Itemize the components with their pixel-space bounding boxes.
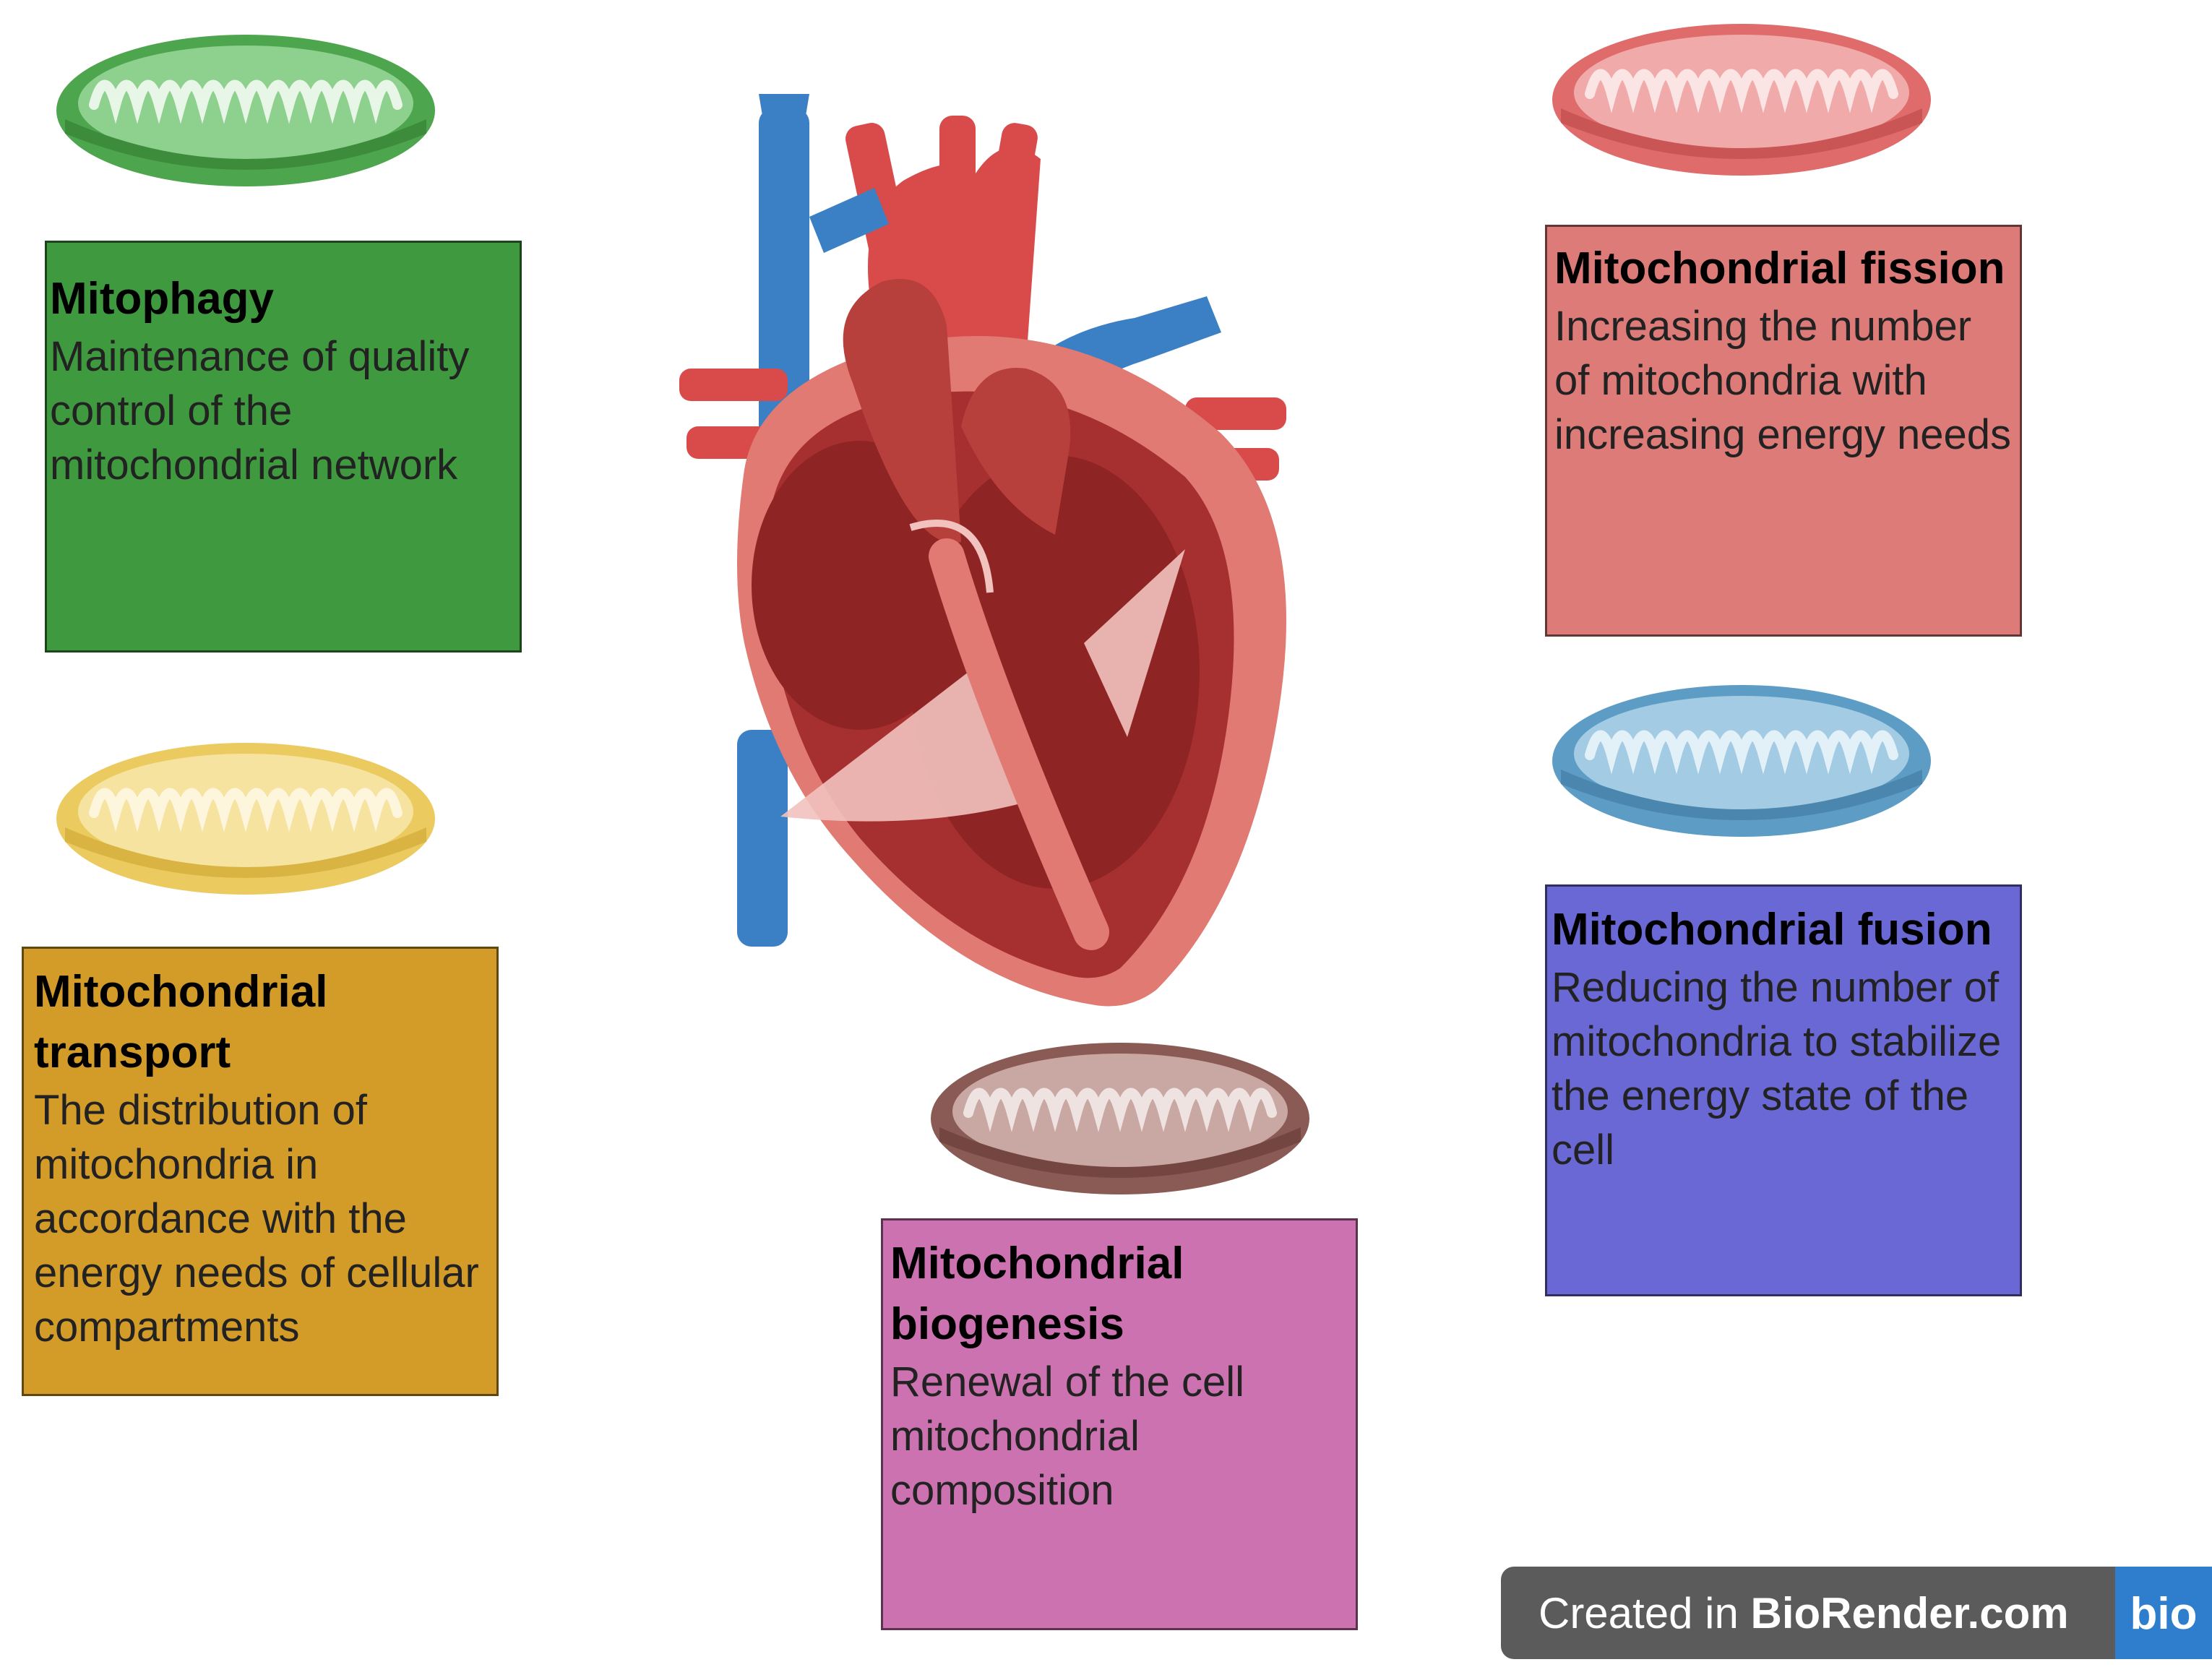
fusion-description: Reducing the number of mitochondria to s… [1552,964,2002,1174]
mitochondrial-transport-card: Mitochondrial transport The distribution… [22,947,499,1396]
mitophagy-title: Mitophagy [50,274,274,324]
mitochondrion-blue-icon [1552,685,1931,837]
biogenesis-description: Renewal of the cell mitochondrial compos… [890,1358,1245,1514]
fusion-title: Mitochondrial fusion [1552,905,1992,955]
mitophagy-description: Maintenance of quality control of the mi… [50,333,470,488]
watermark-brand: BioRender.com [1750,1589,2069,1637]
transport-title: Mitochondrial transport [34,967,328,1077]
mitochondrial-biogenesis-card: Mitochondrial biogenesis Renewal of the … [881,1218,1358,1630]
fission-description: Increasing the number of mitochondria wi… [1554,303,2011,458]
logo-text: bio [2130,1589,2198,1639]
mitochondrial-fusion-card: Mitochondrial fusion Reducing the number… [1545,884,2022,1296]
mitochondrion-brown-icon [931,1043,1309,1194]
biogenesis-title: Mitochondrial biogenesis [890,1239,1184,1349]
transport-description: The distribution of mitochondria in acco… [34,1087,479,1351]
watermark-bar: Created in BioRender.com [1501,1567,2115,1659]
mitochondrion-red-icon [1552,24,1931,176]
mitophagy-card: Mitophagy Maintenance of quality control… [45,241,522,653]
biorender-watermark: Created in BioRender.com bio [1501,1567,2212,1659]
biorender-logo-icon: bio [2115,1567,2212,1659]
watermark-text: Created in BioRender.com [1538,1588,2069,1639]
watermark-prefix: Created in [1538,1589,1751,1637]
mitochondrion-green-icon [56,35,435,186]
mitochondrial-fission-card: Mitochondrial fission Increasing the num… [1545,225,2022,637]
mitochondrion-yellow-icon [56,743,435,895]
fission-title: Mitochondrial fission [1554,244,2005,293]
heart-illustration [679,94,1286,1007]
